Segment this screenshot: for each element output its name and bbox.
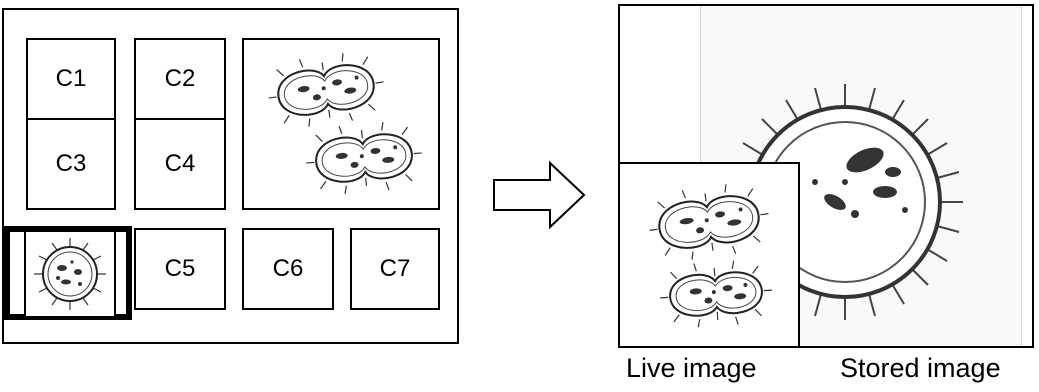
dividing-bacterium-icon [649,184,772,328]
thumbnail-c5[interactable]: C5 [134,228,226,310]
thumbnail-c3[interactable]: C3 [26,118,116,210]
thumbnail-c4-label: C4 [164,150,196,177]
thumbnail-c2-label: C2 [164,65,196,92]
thumbnail-c6-label: C6 [272,255,304,282]
dividing-bacterium-icon [649,184,769,260]
thumbnail-c1-label: C1 [55,65,87,92]
right-arrow-icon [492,160,588,230]
thumbnail-c5-label: C5 [164,255,196,282]
bacterium-icon [34,238,106,310]
dividing-bacterium-icon [268,53,384,127]
live-image-caption: Live image [626,353,757,383]
dividing-bacterium-icon [268,53,422,194]
thumbnail-c4[interactable]: C4 [134,118,226,210]
dividing-bacterium-icon [306,122,422,194]
live-image-inset [618,162,800,348]
thumbnail-c7-label: C7 [379,255,411,282]
large-preview[interactable] [242,38,440,210]
thumbnail-c3-label: C3 [55,150,87,177]
thumbnail-c2[interactable]: C2 [134,38,226,120]
selected-thumbnail-inner [24,230,116,318]
thumbnail-c1[interactable]: C1 [26,38,116,120]
thumbnail-c6[interactable]: C6 [242,228,334,310]
stored-image-caption: Stored image [840,353,1001,383]
thumbnail-c7[interactable]: C7 [350,228,440,310]
dividing-bacterium-icon [660,260,772,328]
